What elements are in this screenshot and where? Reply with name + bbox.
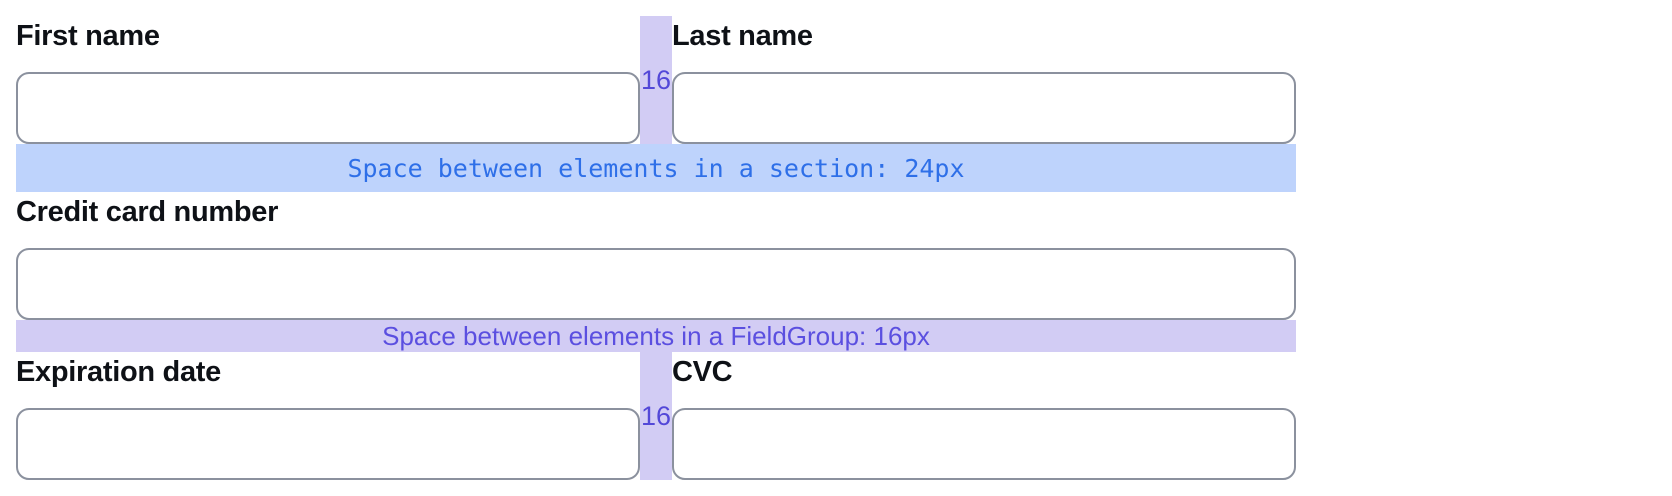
expiry-cvc-row: 16 Expiration date CVC: [16, 352, 1296, 480]
fieldgroup-spacing-highlight: Space between elements in a FieldGroup: …: [16, 320, 1296, 352]
name-row: 16 First name Last name: [16, 16, 1296, 144]
last-name-input[interactable]: [672, 72, 1296, 144]
column-gap-size-label: 16: [640, 401, 672, 431]
section-spacing-highlight: Space between elements in a section: 24p…: [16, 144, 1296, 192]
first-name-label: First name: [16, 19, 160, 52]
expiration-date-input[interactable]: [16, 408, 640, 480]
first-name-input[interactable]: [16, 72, 640, 144]
cvc-input[interactable]: [672, 408, 1296, 480]
name-row-column-gap-highlight: 16: [640, 16, 672, 144]
form-spacing-demo: 16 First name Last name Space between el…: [16, 16, 1296, 480]
column-gap-size-label: 16: [640, 65, 672, 95]
credit-card-number-label: Credit card number: [16, 195, 279, 228]
fieldgroup-spacing-label: Space between elements in a FieldGroup: …: [382, 320, 930, 351]
credit-card-number-input[interactable]: [16, 248, 1296, 320]
credit-card-number-field: Credit card number: [16, 192, 1296, 320]
last-name-label: Last name: [672, 19, 813, 52]
cvc-label: CVC: [672, 355, 733, 388]
cvc-field: CVC: [672, 352, 1296, 480]
first-name-field: First name: [16, 16, 640, 144]
section-spacing-label: Space between elements in a section: 24p…: [347, 153, 965, 183]
expiry-cvc-column-gap-highlight: 16: [640, 352, 672, 480]
expiration-date-label: Expiration date: [16, 355, 221, 388]
expiration-date-field: Expiration date: [16, 352, 640, 480]
last-name-field: Last name: [672, 16, 1296, 144]
